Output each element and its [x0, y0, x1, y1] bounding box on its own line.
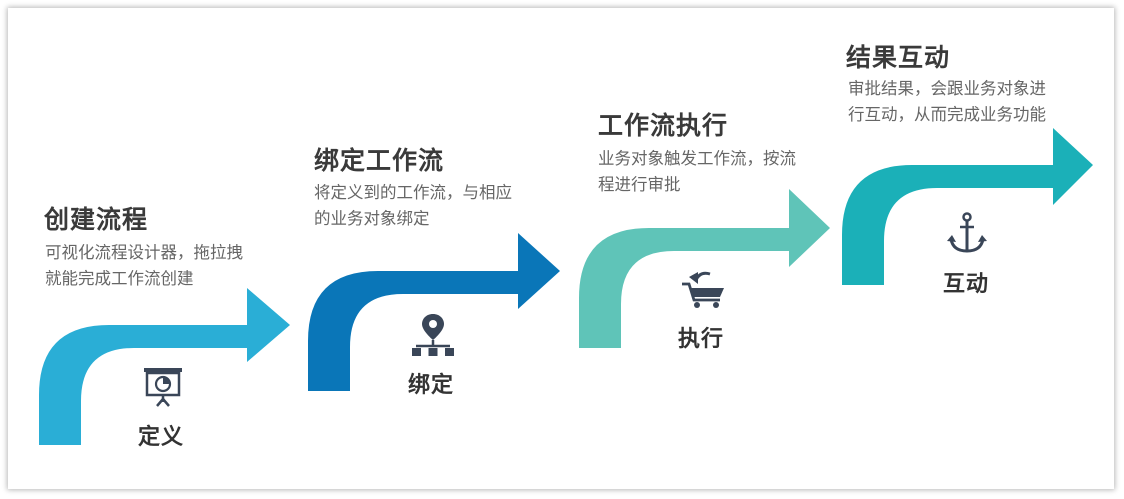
step-3-arrow [579, 189, 830, 348]
step-2-description: 将定义到的工作流，与相应的业务对象绑定 [314, 183, 512, 228]
presentation-board-icon [141, 366, 185, 412]
step-2-title: 绑定工作流 [314, 146, 445, 175]
step-4-label: 互动 [943, 272, 990, 297]
step-1-description: 可视化流程设计器，拖拉拽就能完成工作流创建 [45, 243, 243, 288]
step-4-arrow [842, 128, 1093, 285]
step-3-label: 执行 [678, 327, 725, 352]
diagram-frame [8, 8, 1114, 489]
step-2-label: 绑定 [408, 373, 455, 398]
step-4-description: 审批结果，会跟业务对象进行互动，从而完成业务功能 [848, 79, 1046, 124]
step-3-title: 工作流执行 [598, 111, 729, 140]
step-4-title: 结果互动 [846, 43, 951, 72]
step-3-description: 业务对象触发工作流，按流程进行审批 [598, 149, 796, 194]
step-1-title: 创建流程 [44, 205, 149, 234]
step-1-arrow [39, 288, 290, 445]
step-1-label: 定义 [138, 425, 185, 450]
location-network-icon [410, 312, 456, 362]
anchor-icon [945, 211, 989, 259]
step-2-arrow [308, 233, 560, 391]
cart-return-icon [680, 268, 728, 314]
